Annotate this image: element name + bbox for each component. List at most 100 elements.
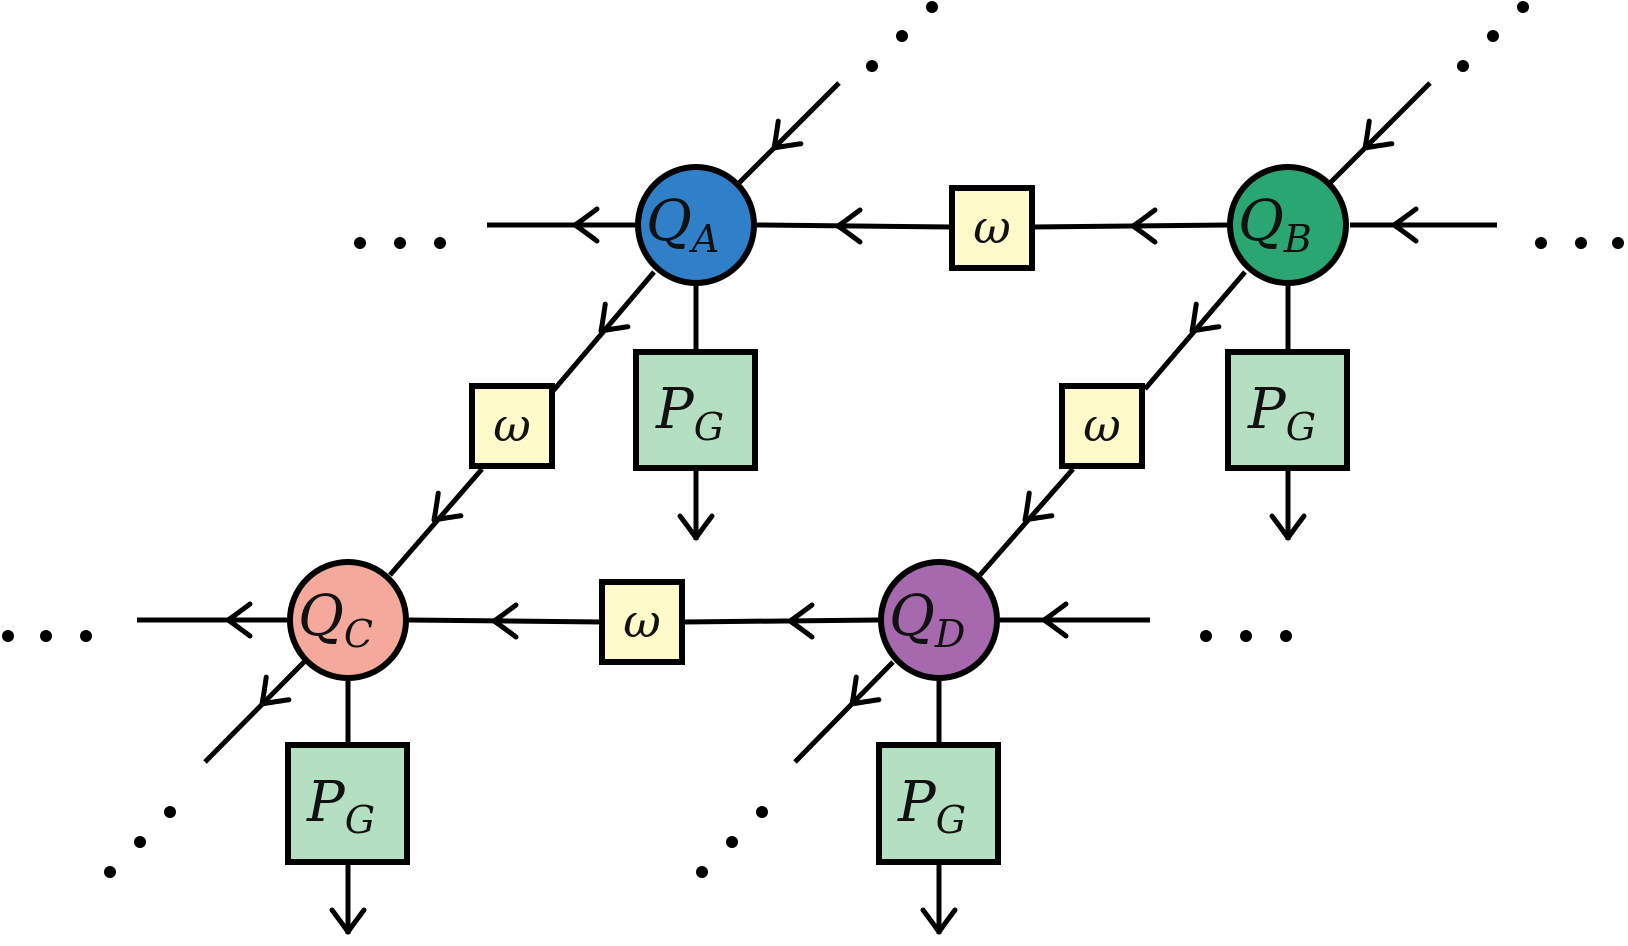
node-A-circle: [635, 164, 757, 286]
projector-box-D-rect: [876, 742, 1001, 865]
tensor-node-B: QB: [1227, 164, 1349, 286]
dot: [134, 836, 146, 848]
node-symbol: Q: [298, 584, 344, 649]
arrow-heads: [225, 118, 1419, 935]
node-subscript: A: [689, 217, 719, 261]
dot: [866, 60, 878, 72]
projector-symbol: P: [1247, 377, 1287, 442]
omega-box-right-diag-rect: [1059, 383, 1145, 469]
node-symbol: Q: [1238, 189, 1284, 254]
node-subscript: D: [934, 612, 965, 656]
dot: [40, 630, 52, 642]
dot: [434, 237, 446, 249]
arrow-head-12: [1362, 118, 1395, 151]
projector-label: PG: [655, 377, 724, 449]
edge-A-omega: [756, 222, 953, 230]
omega-box-bottom: ω: [599, 579, 685, 665]
projector-label: PG: [1247, 377, 1316, 449]
projector-subscript: G: [694, 405, 724, 449]
arrow-head-14: [1022, 490, 1055, 523]
arrow-head-0: [572, 206, 600, 244]
dot: [756, 806, 768, 818]
node-B-label: QB: [1238, 189, 1312, 261]
ellipsis-bottom-right: [1200, 630, 1292, 642]
arrow-head-18: [329, 907, 367, 935]
edge-omega-B: [1031, 222, 1228, 230]
dot: [896, 30, 908, 42]
node-C-circle: [287, 559, 409, 681]
ellipsis-diag-bottom-C: [104, 806, 176, 878]
arrow-head-10: [431, 490, 464, 523]
arrow-head-5: [491, 602, 519, 640]
node-subscript: C: [344, 612, 373, 656]
dot: [1487, 30, 1499, 42]
arrow-head-13: [1189, 301, 1222, 334]
edge-diag-A-top: [737, 81, 841, 185]
dot: [1612, 237, 1624, 249]
dot: [80, 630, 92, 642]
ellipsis-top-right: [1535, 237, 1624, 249]
projector-symbol: P: [897, 770, 937, 835]
node-symbol: Q: [646, 189, 692, 254]
node-B-circle: [1227, 164, 1349, 286]
projector-symbol: P: [306, 770, 346, 835]
tensor-node-C: QC: [287, 559, 409, 681]
projector-label: PG: [897, 770, 966, 842]
projector-subscript: G: [345, 798, 375, 842]
dot: [164, 806, 176, 818]
omega-label: ω: [973, 200, 1011, 254]
omega-box-top-rect: [949, 185, 1035, 271]
node-C-label: QC: [298, 584, 373, 656]
dot: [1240, 630, 1252, 642]
dot: [1457, 60, 1469, 72]
dot: [726, 836, 738, 848]
node-subscript: B: [1283, 217, 1312, 261]
arrow-head-9: [598, 301, 631, 334]
omega-box-top: ω: [949, 185, 1035, 271]
tensor-node-D: QD: [878, 559, 1000, 681]
dot: [1200, 630, 1212, 642]
edge-diag-B-top: [1328, 81, 1432, 185]
node-symbol: Q: [889, 584, 935, 649]
dot: [104, 866, 116, 878]
ellipsis-diag-top-B: [1457, 1, 1529, 72]
edge-C-omega: [408, 617, 603, 625]
projector-box-B: PG: [1225, 349, 1350, 471]
projector-label: PG: [306, 770, 375, 842]
arrow-head-3: [1391, 206, 1419, 244]
node-A-label: QA: [646, 189, 719, 261]
arrow-head-4: [225, 601, 253, 639]
arrow-head-15: [849, 674, 882, 707]
projector-subscript: G: [936, 798, 966, 842]
arrow-head-7: [1041, 601, 1069, 639]
projector-subscript: G: [1286, 405, 1316, 449]
dot: [394, 237, 406, 249]
omega-box-right-diag: ω: [1059, 383, 1145, 469]
arrow-head-16: [677, 513, 715, 541]
edge-omega-D: [683, 617, 879, 625]
omega-box-left-diag: ω: [469, 383, 555, 469]
omega-label: ω: [1083, 398, 1121, 452]
tensor-node-A: QA: [635, 164, 757, 286]
dot: [1517, 1, 1529, 13]
dot: [696, 866, 708, 878]
projector-box-B-rect: [1225, 349, 1350, 471]
arrow-head-8: [771, 118, 804, 151]
dot: [1575, 237, 1587, 249]
edge-diag-C-bottom: [203, 660, 306, 764]
projector-box-C-rect: [285, 742, 410, 865]
projector-box-D: PG: [876, 742, 1001, 865]
projector-symbol: P: [655, 377, 695, 442]
ellipsis-diag-top-A: [866, 1, 938, 72]
omega-box-left-diag-rect: [469, 383, 555, 469]
arrow-head-11: [259, 674, 292, 707]
dot: [926, 1, 938, 13]
arrow-head-17: [1269, 513, 1307, 541]
dot: [2, 630, 14, 642]
ellipsis-top-left: [354, 237, 446, 249]
dot: [354, 237, 366, 249]
dot: [1535, 237, 1547, 249]
projector-box-A-rect: [633, 349, 758, 471]
dot: [1280, 630, 1292, 642]
